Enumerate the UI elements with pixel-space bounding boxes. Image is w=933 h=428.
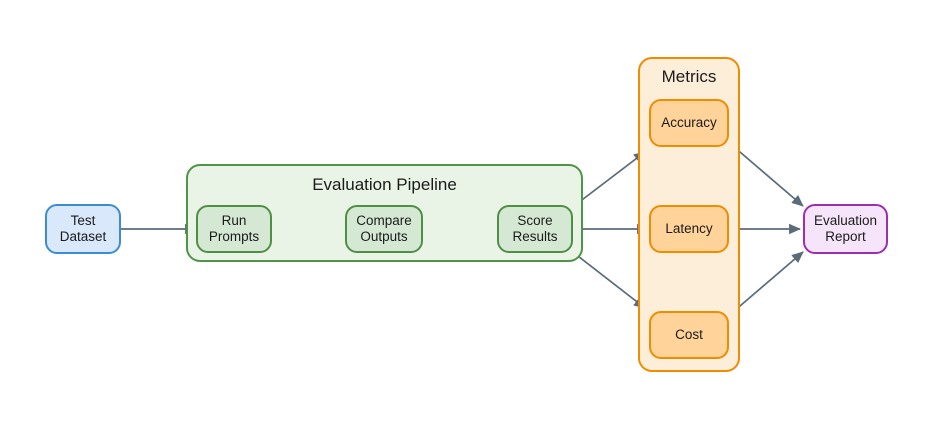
node-score-results[interactable]: Score Results [497, 205, 573, 253]
node-accuracy-label: Accuracy [661, 114, 717, 130]
node-evaluation-report[interactable]: Evaluation Report [803, 204, 888, 254]
cluster-metrics-label: Metrics [661, 67, 717, 86]
node-test-dataset-label: Test Dataset [59, 212, 107, 244]
edge-score-results-to-cost [573, 252, 646, 309]
node-evaluation-report-label: Evaluation Report [813, 212, 878, 244]
node-cost-label: Cost [675, 326, 703, 342]
edge-accuracy-to-evaluation-report [732, 145, 804, 207]
node-score-results-label: Score Results [512, 212, 558, 244]
node-test-dataset[interactable]: Test Dataset [45, 204, 121, 254]
node-latency-label: Latency [665, 220, 713, 236]
node-cost[interactable]: Cost [649, 311, 729, 359]
node-compare-outputs-label: Compare Outputs [356, 212, 412, 244]
edge-score-results-to-accuracy [573, 151, 646, 207]
edge-cost-to-evaluation-report [732, 251, 804, 313]
cluster-evaluation-pipeline-label: Evaluation Pipeline [312, 175, 457, 194]
node-run-prompts-label: Run Prompts [208, 212, 260, 244]
node-latency[interactable]: Latency [649, 205, 729, 253]
node-compare-outputs[interactable]: Compare Outputs [345, 205, 423, 253]
node-accuracy[interactable]: Accuracy [649, 99, 729, 147]
node-run-prompts[interactable]: Run Prompts [196, 205, 272, 253]
